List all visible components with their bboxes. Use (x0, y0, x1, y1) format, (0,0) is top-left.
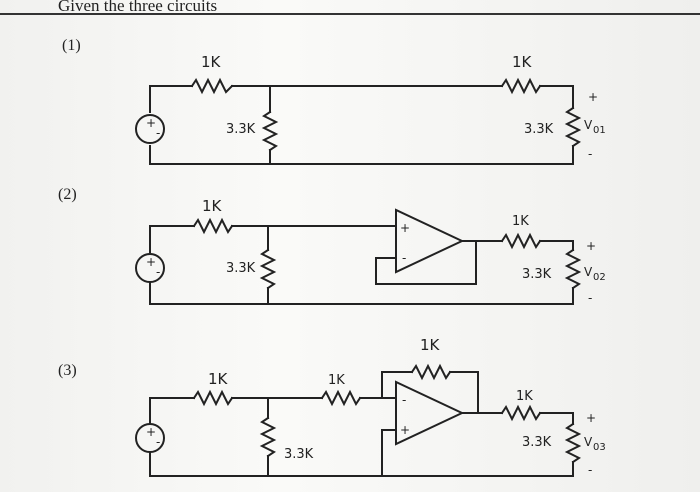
resistor-label: 1K (201, 53, 222, 71)
resistor-label: 3.3K (226, 122, 256, 137)
resistor-label: 3.3K (522, 435, 552, 450)
wire (149, 145, 574, 165)
circuit-1: + - 1K 3.3K 1K 3.3K + V 01 - (135, 53, 606, 165)
voltage-source-icon (135, 114, 165, 144)
output-minus: - (588, 291, 592, 305)
resistor-label: 3.3K (226, 261, 256, 276)
output-name: V (584, 265, 593, 279)
source-plus: + (146, 255, 156, 269)
resistor-symbol (564, 106, 582, 148)
resistor-symbol (259, 248, 277, 290)
circuit-3: + - - + 1K 3.3K 1K 1K 1K 3 (135, 336, 606, 477)
resistor-symbol (500, 77, 542, 95)
resistor-symbol (320, 389, 362, 407)
output-minus: - (588, 147, 592, 161)
feedback-wire (375, 240, 477, 285)
wire (149, 397, 195, 425)
resistor-symbol (259, 416, 277, 458)
opamp-plus: + (400, 221, 410, 235)
ground-wire (381, 429, 397, 477)
resistor-symbol (192, 389, 234, 407)
resistor-label: 1K (420, 336, 441, 354)
voltage-source-icon (135, 423, 165, 453)
resistor-label: 3.3K (284, 447, 314, 462)
output-minus: - (588, 463, 592, 477)
resistor-label: 1K (516, 389, 533, 404)
resistor-label: 1K (512, 53, 533, 71)
circuit-3-label: (3) (58, 362, 77, 379)
circuit-1-label: (1) (62, 37, 81, 54)
output-name: V (584, 435, 593, 449)
voltage-source-icon (135, 253, 165, 283)
circuit-2: + - + - 1K 3.3K 1K 3.3K + V 02 - (135, 197, 606, 305)
source-plus: + (146, 425, 156, 439)
output-subscript: 01 (593, 125, 606, 136)
output-plus: + (586, 239, 596, 253)
resistor-label: 1K (512, 214, 529, 229)
resistor-symbol (500, 232, 542, 250)
resistor-symbol (564, 248, 582, 290)
opamp-minus: - (402, 251, 406, 265)
resistor-label: 1K (328, 373, 345, 388)
resistor-label: 3.3K (524, 122, 554, 137)
output-plus: + (586, 411, 596, 425)
output-plus: + (588, 90, 598, 104)
resistor-symbol (192, 217, 234, 235)
source-minus: - (156, 265, 160, 279)
output-name: V (584, 118, 593, 132)
output-subscript: 02 (593, 272, 606, 283)
resistor-symbol (410, 363, 452, 381)
opamp-symbol (395, 208, 465, 274)
wire (149, 451, 574, 477)
resistor-symbol (500, 404, 542, 422)
resistor-label: 1K (208, 370, 229, 388)
wire (381, 371, 413, 399)
source-plus: + (146, 116, 156, 130)
top-divider (0, 13, 700, 15)
circuit-2-label: (2) (58, 186, 77, 203)
resistor-symbol (261, 110, 279, 152)
source-minus: - (156, 435, 160, 449)
wire (449, 371, 479, 413)
resistor-symbol (564, 422, 582, 464)
output-subscript: 03 (593, 442, 606, 453)
resistor-symbol (190, 77, 234, 95)
resistor-label: 1K (202, 197, 223, 215)
opamp-minus: - (402, 393, 406, 407)
wire (149, 85, 193, 113)
wire (149, 225, 195, 253)
opamp-plus: + (400, 423, 410, 437)
opamp-symbol (395, 380, 465, 446)
resistor-label: 3.3K (522, 267, 552, 282)
wire (149, 281, 574, 305)
page-title: Given the three circuits (58, 0, 218, 15)
source-minus: - (156, 126, 160, 140)
